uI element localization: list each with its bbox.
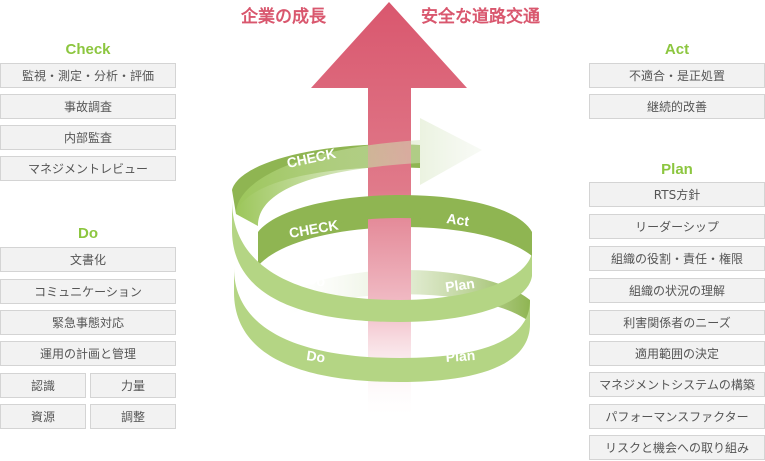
act-heading: Act (664, 41, 690, 58)
act-item: 不適合・是正処置 (589, 63, 765, 88)
band-mid-upper (258, 195, 532, 256)
label-plan-mid: Plan (444, 275, 476, 295)
do-item: 資源 (0, 404, 86, 429)
act-item: 継続的改善 (589, 94, 765, 119)
band-back-bottom (278, 270, 530, 322)
check-heading: Check (65, 41, 111, 58)
do-item: 緊急事態対応 (0, 310, 176, 335)
plan-heading: Plan (661, 161, 693, 178)
do-item: 認識 (0, 373, 86, 398)
title-corporate-growth: 企業の成長 (241, 7, 326, 27)
check-item: 事故調査 (0, 94, 176, 119)
plan-item: 適用範囲の決定 (589, 341, 765, 366)
do-item: 力量 (90, 373, 176, 398)
band-front-bottom (234, 268, 530, 382)
do-item: 調整 (90, 404, 176, 429)
check-item: 内部監査 (0, 125, 176, 150)
label-do-bottom: Do (306, 347, 327, 365)
do-heading: Do (78, 225, 98, 242)
do-item: コミュニケーション (0, 279, 176, 304)
plan-item: 利害関係者のニーズ (589, 310, 765, 335)
check-item: 監視・測定・分析・評価 (0, 63, 176, 88)
check-item: マネジメントレビュー (0, 156, 176, 181)
title-safe-road-traffic: 安全な道路交通 (421, 7, 540, 27)
band-front-top (236, 118, 482, 226)
plan-item: パフォーマンスファクター (589, 404, 765, 429)
band-front-mid (232, 200, 532, 322)
plan-item: 組織の役割・責任・権限 (589, 246, 765, 271)
plan-item: マネジメントシステムの構築 (589, 372, 765, 397)
plan-item: リスクと機会への取り組み (589, 435, 765, 460)
do-item: 文書化 (0, 247, 176, 272)
label-act: Act (446, 210, 471, 229)
plan-item: RTS方針 (589, 182, 765, 207)
plan-item: リーダーシップ (589, 214, 765, 239)
label-do-mid: Do (306, 271, 327, 289)
plan-item: 組織の状況の理解 (589, 278, 765, 303)
do-item: 運用の計画と管理 (0, 341, 176, 366)
label-plan-bottom: Plan (445, 347, 476, 365)
